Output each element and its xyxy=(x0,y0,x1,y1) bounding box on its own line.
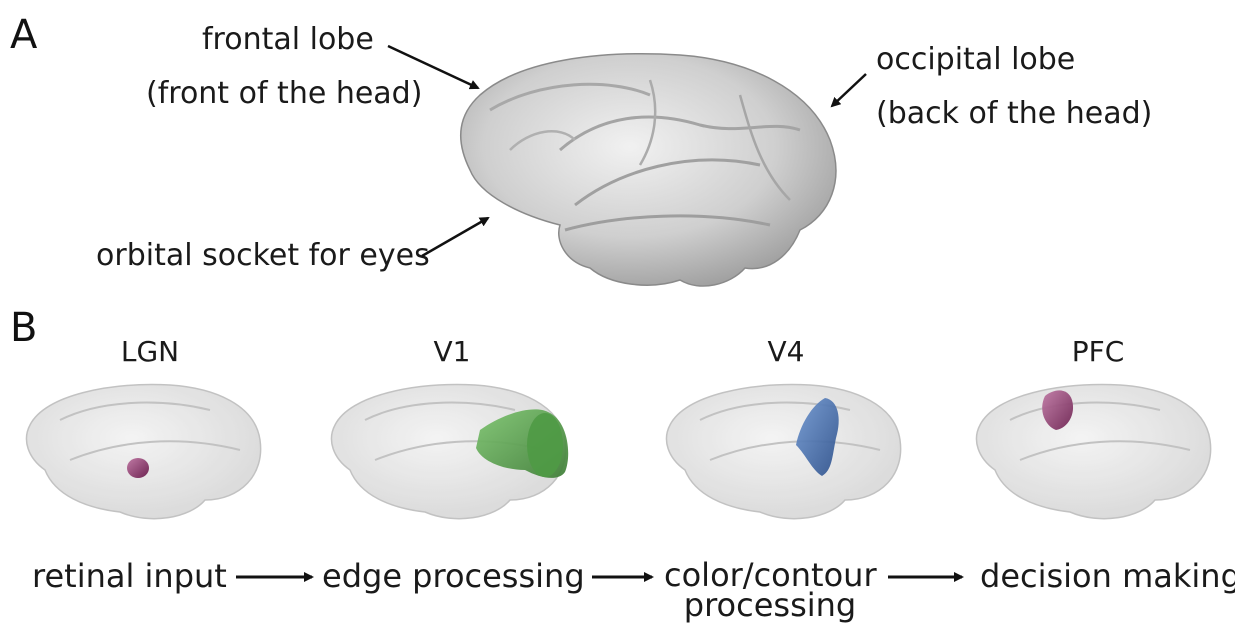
brain-illustration xyxy=(461,54,836,286)
occipital-arrow xyxy=(832,74,866,106)
ghost-brain-pfc xyxy=(976,385,1210,519)
region-label-v4: V4 xyxy=(716,335,856,368)
function-label-v4-line2: processing xyxy=(664,590,876,620)
function-label-v4: color/contour processing xyxy=(664,560,876,620)
ghost-brain-v1 xyxy=(331,385,568,519)
v1-highlight-lobe xyxy=(527,413,563,477)
ghost-brain-shape xyxy=(976,385,1210,519)
function-label-pfc: decision making xyxy=(980,557,1235,595)
ghost-brain-v4 xyxy=(666,385,900,519)
orbital-arrow xyxy=(422,218,488,256)
region-label-lgn: LGN xyxy=(80,335,220,368)
lgn-highlight xyxy=(127,458,149,478)
ghost-brain-shape xyxy=(666,385,900,519)
ghost-brain-shape xyxy=(26,385,260,519)
region-label-v1: V1 xyxy=(382,335,522,368)
function-label-v1: edge processing xyxy=(322,557,585,595)
region-label-pfc: PFC xyxy=(1028,335,1168,368)
function-label-lgn: retinal input xyxy=(32,557,227,595)
ghost-brain-lgn xyxy=(26,385,260,519)
frontal-arrow xyxy=(388,46,478,88)
